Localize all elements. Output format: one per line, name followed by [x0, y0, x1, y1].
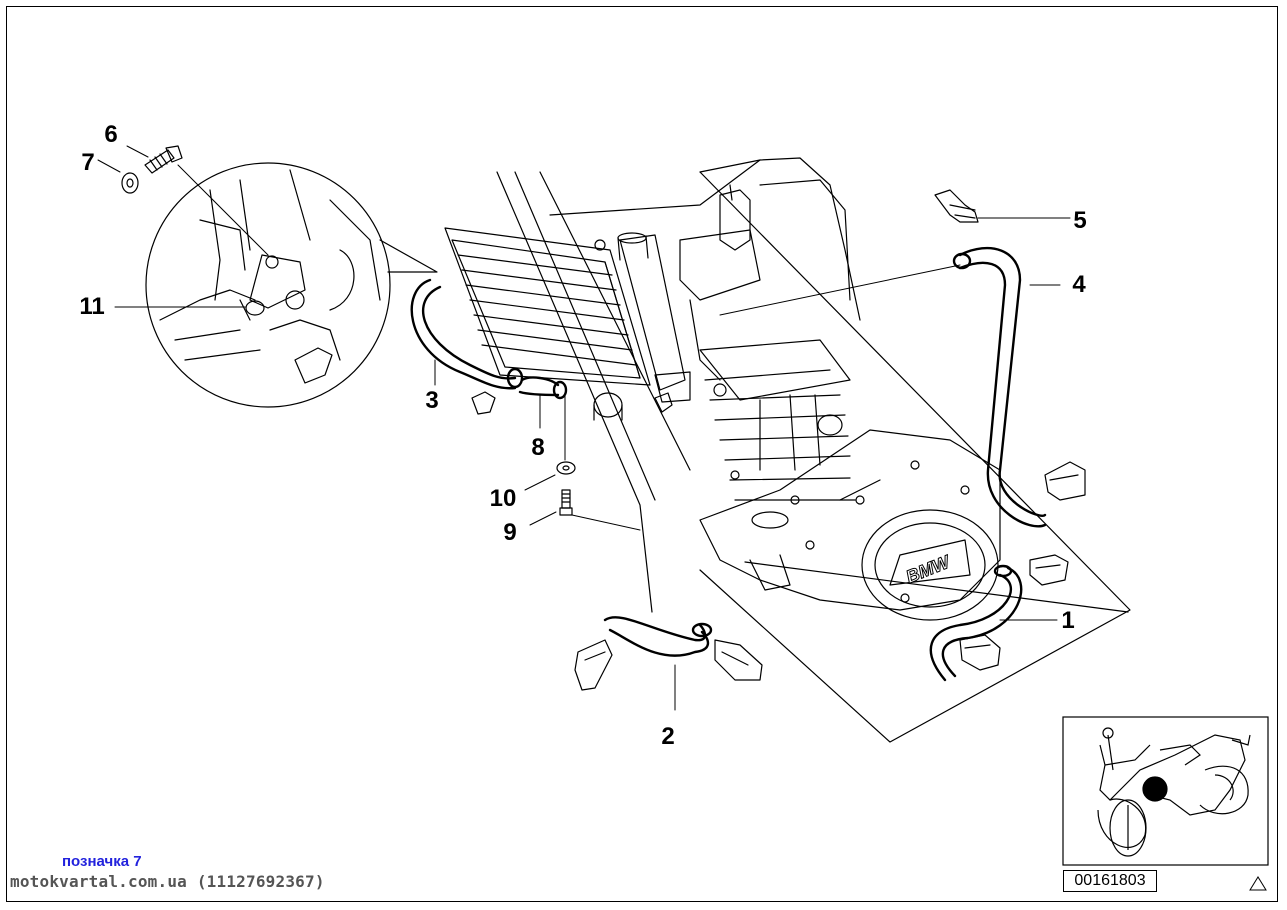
detail-inset [145, 162, 438, 408]
hose-clamp [959, 634, 1001, 671]
clutch-cover [861, 509, 999, 621]
callout-11: 11 [79, 293, 104, 320]
bolt-6 [144, 145, 183, 174]
callout-7: 7 [81, 149, 94, 176]
washer-10 [556, 461, 576, 475]
callout-3: 3 [425, 387, 438, 414]
footer-site[interactable]: motokvartal.com.ua (11127692367) [10, 872, 325, 891]
engine-assembly [496, 157, 1131, 743]
footer-note: позначка 7 [62, 853, 142, 870]
callout-2: 2 [661, 723, 674, 750]
callouts: 1 2 3 4 5 6 7 8 9 10 11 [79, 121, 1086, 750]
reference-number: 00161803 [1063, 870, 1157, 892]
hose-1 [929, 564, 1023, 682]
callout-4: 4 [1072, 271, 1086, 298]
motorcycle-locator [1062, 716, 1269, 866]
radiator [444, 227, 691, 421]
hose-clamp [934, 189, 979, 223]
hose-clamp [714, 639, 763, 681]
hose-clamp [471, 391, 496, 415]
hose-2 [603, 616, 713, 657]
callout-9: 9 [503, 519, 516, 546]
diagram-frame [6, 6, 1278, 902]
callout-8: 8 [531, 434, 544, 461]
hose-clamp [1029, 554, 1069, 586]
washer-7 [121, 172, 139, 194]
hose-8 [518, 376, 568, 400]
callout-5: 5 [1073, 207, 1086, 234]
hose-clamp [574, 639, 613, 691]
hose-3 [410, 278, 524, 390]
hose-4 [952, 246, 1047, 528]
leader-lines [97, 145, 1071, 711]
bolt-9 [559, 489, 573, 516]
callout-10: 10 [490, 485, 517, 512]
callout-1: 1 [1061, 607, 1074, 634]
engine-badge: BMW [903, 551, 954, 587]
callout-6: 6 [104, 121, 117, 148]
hose-clamp [654, 392, 673, 413]
hose-clamp [1044, 461, 1086, 501]
triangle-icon [1249, 876, 1267, 891]
